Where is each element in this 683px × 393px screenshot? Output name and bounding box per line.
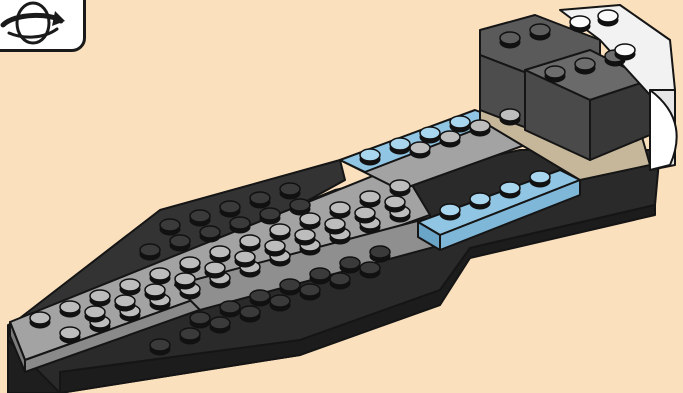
stud [420,127,440,143]
stud [145,284,165,300]
stud [290,199,310,215]
stud [440,204,460,220]
stud [530,171,550,187]
stud [230,217,250,233]
stud [265,240,285,256]
stud [390,138,410,154]
stud [598,10,618,26]
stud [150,268,170,284]
stud [205,262,225,278]
stud [470,193,490,209]
stud [180,257,200,273]
stud [190,210,210,226]
stud [60,301,80,317]
stud [500,182,520,198]
stud [330,202,350,218]
stud [30,312,50,328]
stud [210,317,230,333]
stud [360,191,380,207]
stud [310,268,330,284]
stud [615,44,635,60]
stud [120,279,140,295]
stud [160,219,180,235]
stud [325,218,345,234]
stud [500,109,520,125]
stud [545,66,565,82]
stud [240,306,260,322]
stud [250,192,270,208]
stud [115,295,135,311]
stud [220,201,240,217]
stud [90,290,110,306]
stud [150,339,170,355]
stud [270,224,290,240]
stud [360,149,380,165]
stud [190,312,210,328]
stud [140,244,160,260]
stud [220,301,240,317]
stud [570,16,590,32]
stud [175,273,195,289]
stud [575,58,595,74]
stud [300,213,320,229]
stud [500,32,520,48]
stud [530,24,550,40]
stud [180,328,200,344]
stud [210,246,230,262]
stud [260,208,280,224]
stud [450,116,470,132]
stud [360,262,380,278]
stud [410,142,430,158]
stud [200,226,220,242]
stud [170,235,190,251]
stud [85,306,105,322]
stud [355,207,375,223]
stud [470,120,490,136]
stud [390,180,410,196]
stud [60,327,80,343]
stud [295,229,315,245]
stud [340,257,360,273]
stud [300,284,320,300]
stud [385,196,405,212]
stud [370,246,390,262]
stud [280,279,300,295]
stud [250,290,270,306]
stud [330,273,350,289]
stud [235,251,255,267]
stud [270,295,290,311]
stud [240,235,260,251]
stud [440,131,460,147]
stud [280,183,300,199]
